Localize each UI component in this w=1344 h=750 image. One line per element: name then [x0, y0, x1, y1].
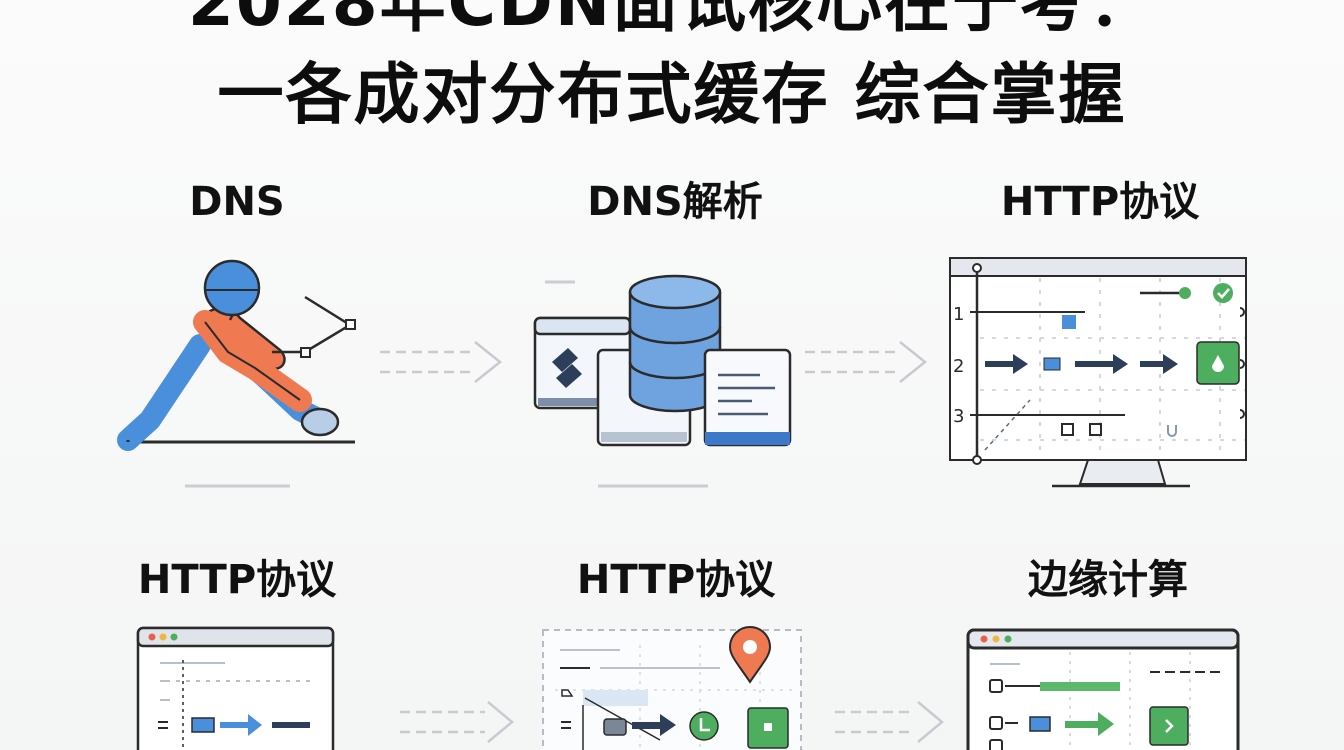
flow-arrow-icon — [805, 341, 928, 383]
panel-label-dns: DNS — [189, 179, 285, 225]
gantt-row-1: 1 — [953, 304, 964, 325]
page-title-line-2: 一各成对分布式缓存 综合掌握 — [217, 56, 1127, 133]
panel-label-http-3: HTTP协议 — [576, 557, 776, 603]
edge-monitor-icon — [966, 628, 1240, 750]
browser-window-icon — [136, 626, 335, 750]
gantt-row-2: 2 — [953, 356, 964, 377]
flow-arrow-icon — [380, 341, 503, 383]
database-servers-icon — [533, 274, 792, 488]
flow-arrow-icon — [400, 701, 514, 743]
gantt-row-numbers: 1 2 3 — [953, 304, 964, 427]
panel-label-http-2: HTTP协议 — [137, 557, 337, 603]
person-pushing-icon — [117, 259, 356, 488]
gantt-monitor-icon — [949, 257, 1247, 488]
panel-label-edge-computing: 边缘计算 — [1028, 557, 1188, 603]
panel-label-http-1: HTTP协议 — [1000, 179, 1200, 225]
page-title-line-1: 2028年CDN面试核心在于考： — [187, 0, 1157, 41]
flow-arrow-icon — [835, 701, 944, 743]
gantt-row-3: 3 — [953, 406, 964, 427]
location-board-icon — [542, 626, 802, 750]
panel-label-dns-resolution: DNS解析 — [587, 179, 763, 225]
